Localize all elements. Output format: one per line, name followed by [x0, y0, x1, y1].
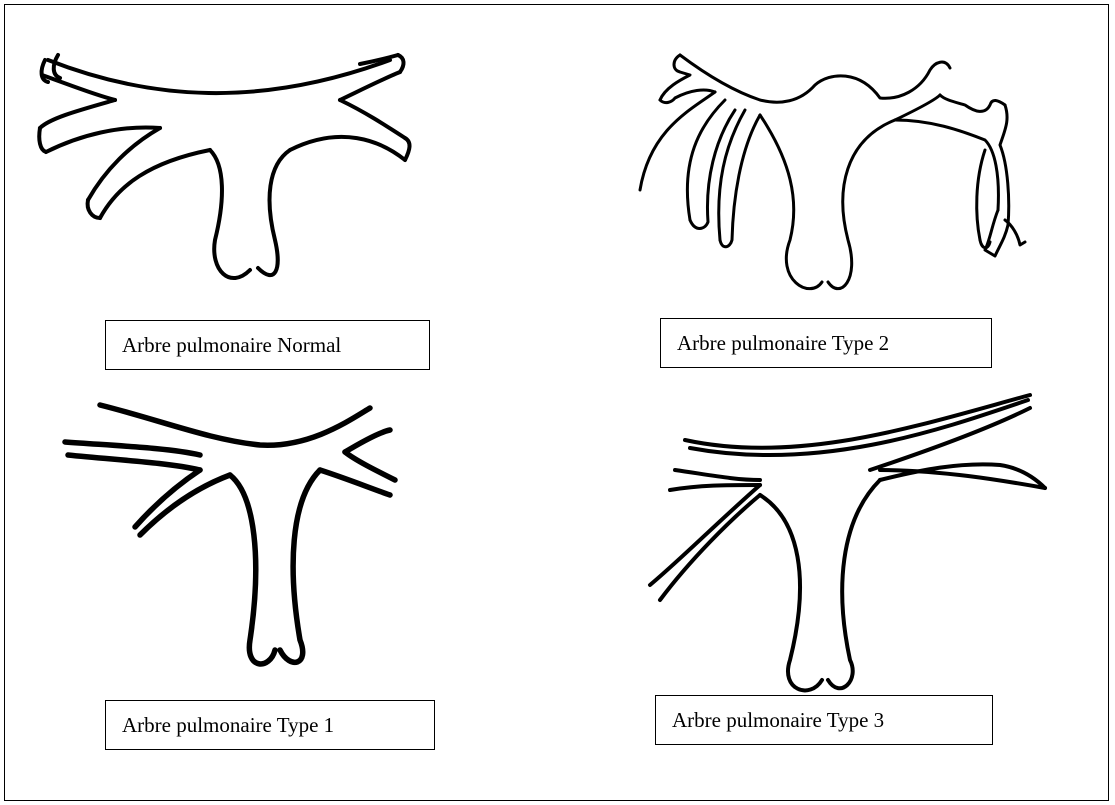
label-type1: Arbre pulmonaire Type 1: [105, 700, 435, 750]
label-type3: Arbre pulmonaire Type 3: [655, 695, 993, 745]
label-type2: Arbre pulmonaire Type 2: [660, 318, 992, 368]
diagram-type3-tree: [650, 395, 1045, 690]
diagram-type1-tree: [65, 405, 395, 664]
diagram-type2-tree: [640, 55, 1025, 289]
diagram-normal-tree: [39, 55, 409, 278]
label-normal: Arbre pulmonaire Normal: [105, 320, 430, 370]
